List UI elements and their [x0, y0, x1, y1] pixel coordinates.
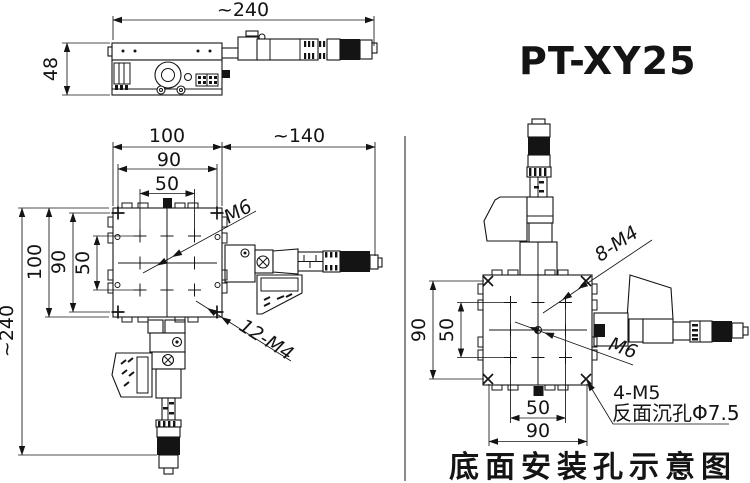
readout-buttons [120, 357, 135, 387]
dim-bottom-50: 50 [510, 397, 566, 422]
thimble-black-band [528, 137, 550, 155]
dim-label: 90 [408, 318, 430, 342]
thimble-black-band [157, 437, 180, 455]
dim-label: 50 [526, 397, 550, 419]
dim-side-height: 48 [40, 42, 110, 96]
bottom-view-caption: 底面安装孔示意图 [449, 450, 737, 483]
top-view-bottom-micrometer [111, 319, 186, 475]
thimble-black-band [340, 251, 370, 272]
dim-bottom-90: 90 [488, 384, 588, 446]
readout-buttons [263, 293, 293, 307]
dim-left-90: 90 [408, 280, 484, 380]
dim-label: 100 [24, 244, 46, 280]
dim-label: 90 [48, 250, 70, 274]
dim-label: 90 [157, 149, 181, 171]
thread-label: 8-M4 [591, 222, 643, 267]
lock-lever [626, 274, 674, 320]
dim-label: 50 [155, 173, 179, 195]
connector-grid [195, 73, 219, 87]
thread-label: 4-M5 [613, 382, 660, 404]
side-view-stage-body [107, 42, 230, 96]
dim-top-50: 50 [139, 173, 195, 236]
side-view: ~240 48 [40, 0, 378, 96]
leader-4-m5-counterbore: 4-M5 反面沉孔Φ7.5 [586, 380, 740, 425]
dim-left-90: 90 [48, 212, 110, 313]
bottom-view: 90 50 50 90 8-M4 M6 [408, 118, 749, 446]
dim-label: 50 [436, 318, 458, 342]
dim-side-length: ~240 [112, 0, 375, 46]
bottom-view-top-micrometer [483, 118, 558, 276]
dim-left-50: 50 [72, 235, 140, 291]
counterbore-note: 反面沉孔Φ7.5 [612, 401, 740, 425]
dim-label: 100 [149, 125, 185, 147]
digital-readout-body [256, 274, 303, 315]
dim-top-90: 90 [117, 149, 218, 210]
micrometer-scale-ticks [304, 41, 326, 59]
top-view: 50 90 100 ~140 100 [0, 125, 383, 475]
dim-top-140: ~140 [221, 125, 376, 256]
side-view-micrometer [221, 30, 378, 61]
top-view-side-micrometer [224, 244, 383, 315]
thimble-black-band [712, 321, 732, 342]
dim-label: ~240 [217, 0, 269, 21]
lock-lever [483, 196, 528, 242]
dim-label: 90 [526, 420, 550, 442]
dim-left-50: 50 [436, 302, 505, 358]
top-view-stage-plate [107, 198, 228, 323]
dim-left-240: ~240 [0, 207, 157, 456]
dim-label: 50 [72, 251, 94, 275]
dim-label: 48 [40, 57, 62, 81]
thread-label: M6 [220, 195, 256, 228]
thimble-black-band [340, 39, 360, 60]
thread-label: 12-M4 [235, 315, 297, 365]
dim-label: ~140 [273, 125, 325, 147]
product-title: PT-XY25 [519, 39, 697, 83]
dim-label: ~240 [0, 305, 18, 357]
dim-left-100: 100 [18, 207, 109, 318]
dim-top-100: 100 [112, 125, 223, 206]
leader-12-m4: 12-M4 [195, 300, 297, 365]
pilot-holes [114, 234, 221, 288]
